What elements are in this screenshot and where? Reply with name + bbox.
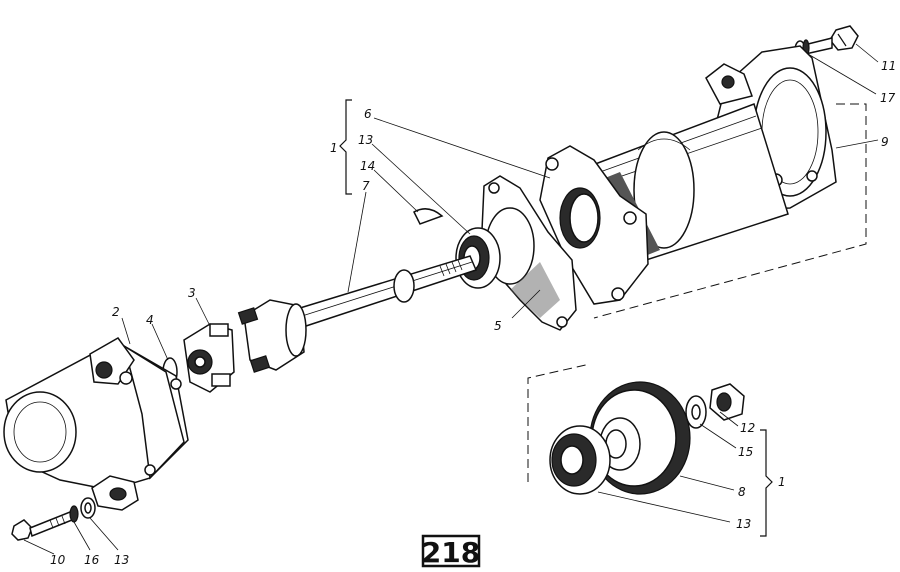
coupling-half [237, 299, 307, 373]
nut-part-12 [709, 383, 745, 421]
pump-body-part-2 [3, 337, 189, 511]
figure-number-badge: 218 [421, 534, 481, 569]
group-bracket-upper [339, 99, 352, 195]
callout-7: 7 [362, 179, 370, 193]
washer-part-13-lower-left [80, 497, 96, 519]
leader-lines [23, 43, 879, 555]
flange-part-6 [539, 145, 649, 305]
callout-3: 3 [188, 286, 196, 300]
gear-part-8 [589, 381, 691, 495]
callout-8: 8 [738, 485, 746, 499]
callout-6: 6 [364, 107, 372, 121]
callout-12: 12 [740, 421, 755, 435]
shaft-part-7 [299, 255, 478, 327]
figure-number: 218 [422, 536, 480, 569]
callout-17: 17 [880, 91, 896, 105]
coupling-part-3 [183, 323, 235, 393]
callout-11: 11 [881, 59, 896, 73]
callout-16: 16 [84, 553, 100, 567]
callout-15: 15 [738, 445, 753, 459]
callout-9: 9 [881, 135, 889, 149]
group-bracket-lower [760, 429, 773, 537]
callout-2: 2 [112, 305, 120, 319]
callout-14: 14 [360, 159, 375, 173]
key-part-14 [413, 208, 444, 225]
washer-part-16 [69, 505, 79, 523]
callout-13-lower: 13 [736, 517, 751, 531]
assembly-line-upper [593, 103, 867, 319]
bearing-part-13-lower [549, 425, 611, 495]
callout-1-upper: 1 [330, 141, 338, 155]
callout-13-lower-left: 13 [114, 553, 129, 567]
callout-13-upper: 13 [358, 133, 373, 147]
callout-1-lower: 1 [778, 475, 786, 489]
washer-part-15 [685, 395, 707, 429]
bolt-part-10 [11, 510, 73, 541]
callout-10: 10 [50, 553, 66, 567]
assembly-line-lower [527, 363, 591, 482]
callout-4: 4 [146, 313, 154, 327]
callout-5: 5 [494, 319, 502, 333]
